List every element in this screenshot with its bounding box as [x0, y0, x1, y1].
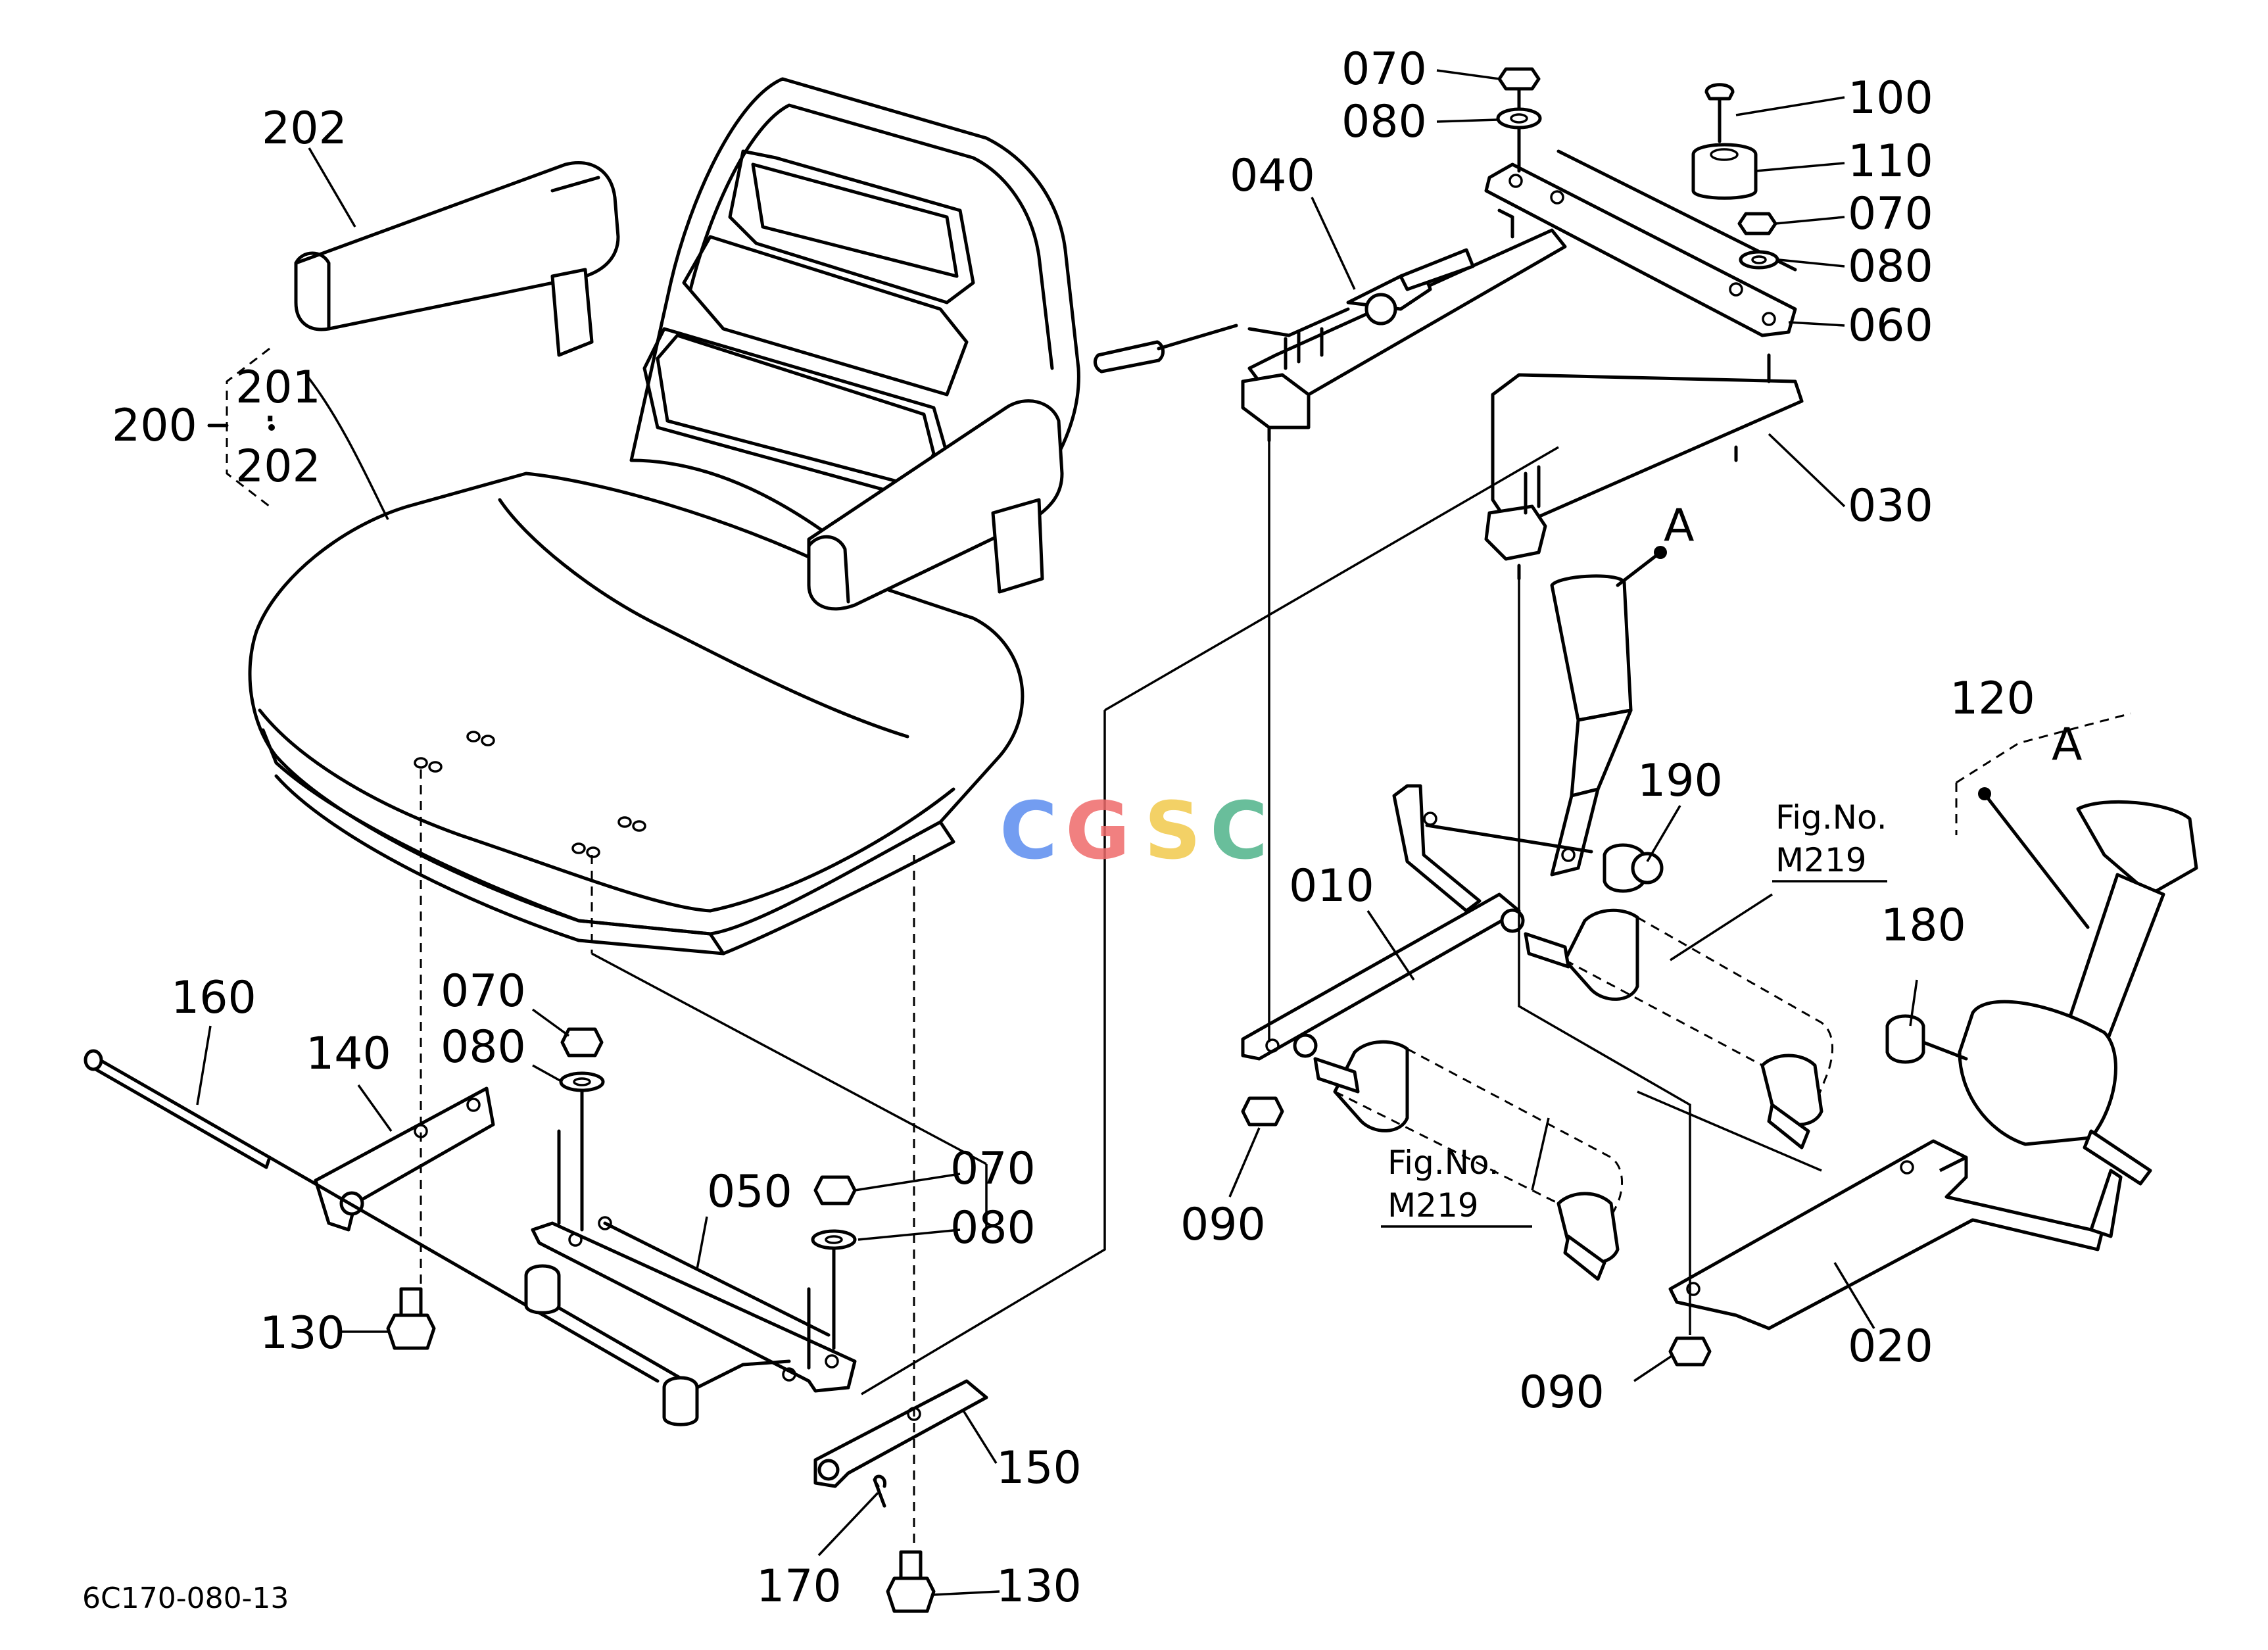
drawing-number: 6C170-080-13	[82, 1582, 289, 1615]
watermark-letter: S	[1144, 786, 1201, 877]
callout-060: 060	[1848, 300, 1933, 352]
callout-labels: 202 200 201 · 202 070 080 100 110 070 08…	[112, 43, 2083, 1613]
callout-080-low: 080	[950, 1202, 1036, 1254]
fig-ref-number: M219	[1775, 841, 1867, 879]
fig-ref-number: M219	[1387, 1186, 1479, 1225]
callout-070-top: 070	[1341, 43, 1427, 95]
callout-110: 110	[1848, 135, 1933, 187]
callout-040: 040	[1230, 150, 1315, 202]
callout-201: 201	[235, 362, 321, 414]
callout-010: 010	[1289, 860, 1374, 912]
seat-base-frame	[861, 441, 2123, 1395]
callout-090-left: 090	[1180, 1199, 1266, 1251]
callout-070-mid: 070	[441, 965, 526, 1017]
callout-202-armrest: 202	[262, 103, 347, 155]
callout-202-group: 202	[235, 441, 321, 493]
callout-170: 170	[756, 1561, 842, 1613]
callout-130-left: 130	[260, 1307, 345, 1359]
callout-A-top: A	[1664, 500, 1695, 552]
callout-070-low: 070	[950, 1143, 1036, 1195]
fig-ref-prefix: Fig.No.	[1387, 1144, 1499, 1182]
watermark-logo: C G S C	[1000, 786, 1268, 877]
figure-reference-upper: Fig.No. M219	[1772, 798, 1887, 883]
callout-150: 150	[996, 1442, 1082, 1494]
callout-130-bottom: 130	[996, 1561, 1082, 1613]
callout-090-bottom: 090	[1519, 1367, 1604, 1419]
lower-subframe	[84, 769, 988, 1613]
seat-belt	[1425, 546, 2198, 1186]
callout-120: 120	[1950, 673, 2035, 725]
callout-080-top: 080	[1341, 96, 1427, 148]
callout-A-right: A	[2052, 719, 2083, 771]
callout-030: 030	[1848, 480, 1933, 532]
group-separator: ·	[263, 393, 277, 445]
figure-reference-lower: Fig.No. M219	[1381, 1144, 1532, 1228]
armrest-right	[807, 399, 1064, 611]
seat-assembly	[248, 77, 1080, 956]
watermark-letter: C	[1000, 786, 1057, 877]
callout-050: 050	[707, 1166, 792, 1218]
callout-200: 200	[112, 400, 197, 452]
watermark-letter: C	[1210, 786, 1268, 877]
top-hardware	[1496, 67, 1779, 270]
group-bracket-200	[207, 347, 389, 520]
watermark-letter: G	[1065, 786, 1130, 877]
callout-180: 180	[1881, 900, 1966, 952]
seat-mounting-holes	[414, 731, 646, 858]
callout-080-right: 080	[1848, 241, 1933, 293]
armrest-left	[294, 160, 620, 357]
callout-140: 140	[306, 1028, 391, 1080]
callout-100: 100	[1848, 72, 1933, 124]
callout-190: 190	[1637, 755, 1723, 807]
callout-070-right: 070	[1848, 188, 1933, 240]
callout-080-mid: 080	[441, 1021, 526, 1073]
callout-leaders	[196, 69, 1918, 1596]
seat-slide-rails	[1093, 149, 1804, 581]
callout-020: 020	[1848, 1321, 1933, 1372]
callout-160: 160	[171, 972, 256, 1024]
fig-ref-prefix: Fig.No.	[1775, 798, 1887, 837]
